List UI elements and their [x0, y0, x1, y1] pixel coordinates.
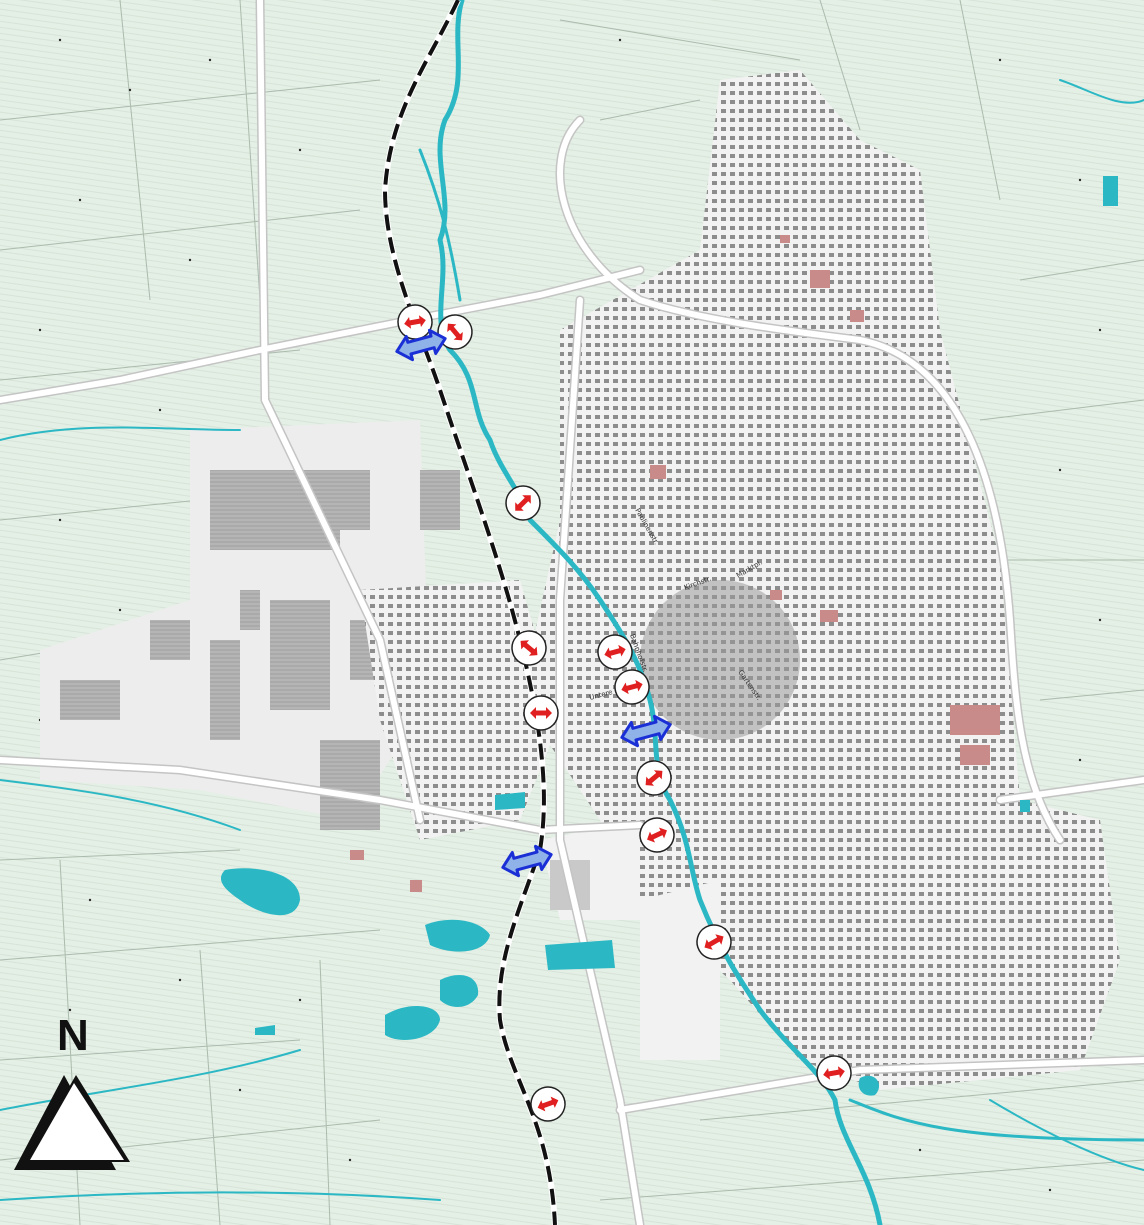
red-double-arrow-icon[interactable] — [523, 695, 559, 731]
north-arrow: N — [14, 1011, 130, 1170]
blue-double-arrow-icon[interactable] — [394, 327, 449, 363]
red-double-arrow-icon[interactable] — [634, 812, 679, 857]
blue-double-arrow-icon[interactable] — [619, 713, 674, 749]
red-double-arrow-icon[interactable] — [505, 624, 553, 672]
red-double-arrow-icon[interactable] — [814, 1053, 853, 1092]
red-double-arrow-icon[interactable] — [499, 479, 547, 527]
red-double-arrow-icon[interactable] — [526, 1082, 570, 1126]
red-double-arrow-icon[interactable] — [630, 754, 678, 802]
red-double-arrow-icon[interactable] — [611, 666, 653, 708]
blue-crossings — [394, 327, 674, 879]
north-arrow-icon — [14, 1075, 130, 1170]
red-crossings — [397, 304, 853, 1126]
public-buildings — [350, 235, 1000, 892]
north-letter: N — [57, 1011, 89, 1060]
red-double-arrow-icon[interactable] — [594, 631, 636, 673]
lakes — [220, 176, 1118, 1096]
blue-double-arrow-icon[interactable] — [500, 843, 555, 879]
red-double-arrow-icon[interactable] — [691, 919, 737, 965]
railway-line — [381, 0, 558, 1225]
